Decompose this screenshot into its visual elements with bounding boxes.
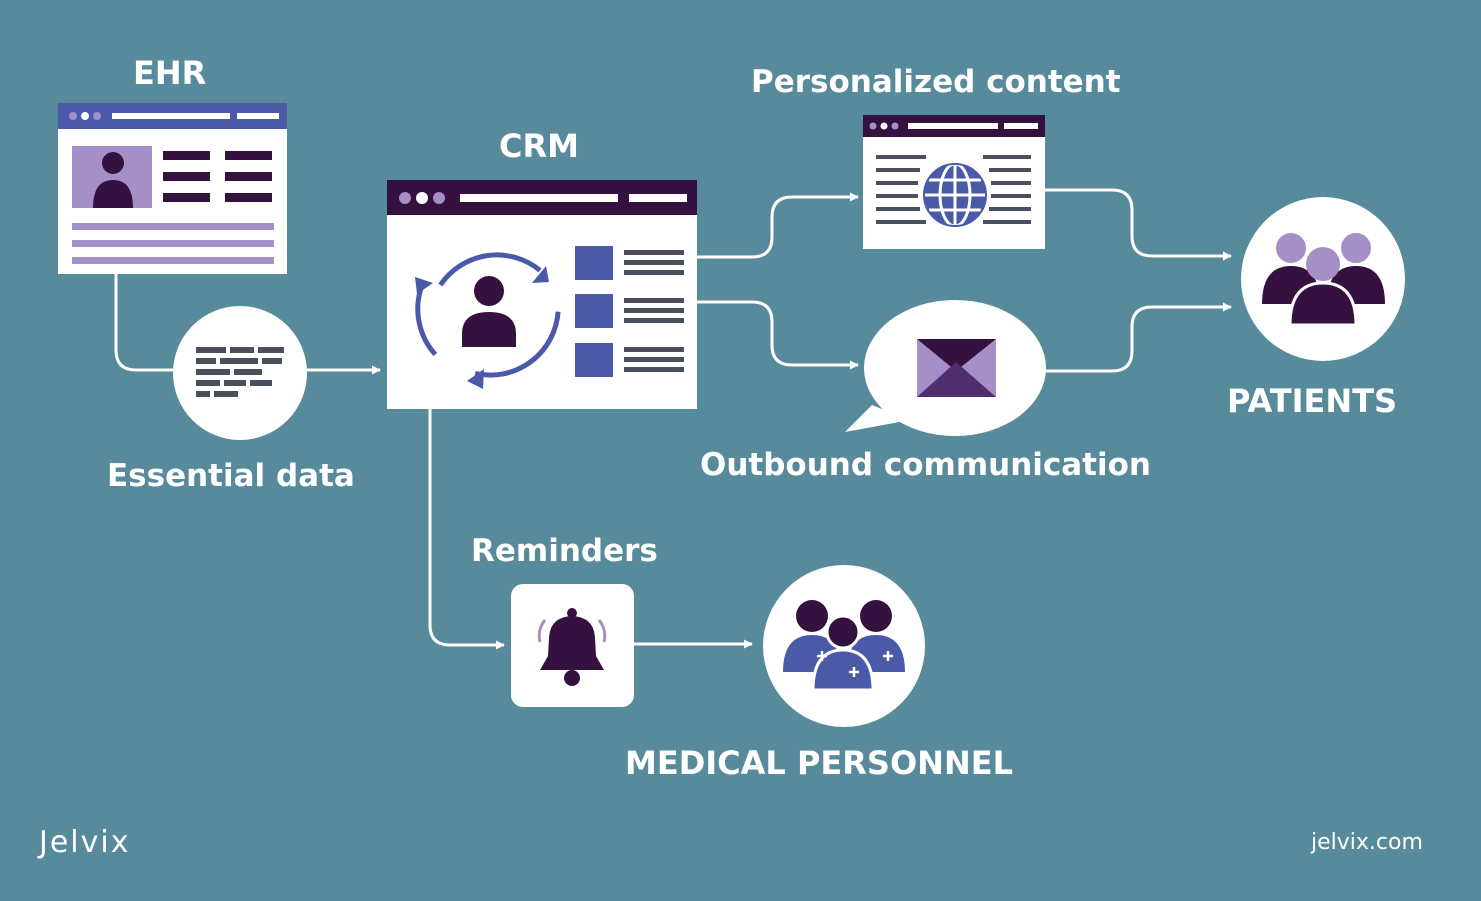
essential-data-icon [173, 306, 307, 440]
connector-outbound-to-patients [1045, 302, 1232, 373]
personalized-content-window [863, 115, 1045, 249]
connector-crm-to-outbound-communication [697, 300, 859, 370]
medical-personnel-label: MEDICAL PERSONNEL [625, 744, 1013, 782]
crm-contact-icon [462, 276, 516, 347]
patients-icon [1241, 197, 1405, 361]
reminders-label: Reminders [471, 533, 658, 569]
connector-crm-to-personalized-content [697, 192, 859, 259]
bell-icon [537, 608, 607, 686]
ehr-profile-photo-icon [72, 146, 152, 208]
crm-sync-icon [415, 252, 561, 378]
connectors [114, 188, 1232, 650]
crm-record-list [575, 246, 684, 377]
connector-ehr-to-essential-data [114, 274, 176, 372]
site-url: jelvix.com [1311, 830, 1423, 855]
crm-window [387, 180, 697, 409]
connector-personalized-content-to-patients [1045, 188, 1232, 261]
reminders-box [511, 584, 634, 707]
ehr-label: EHR [133, 54, 207, 92]
medical-personnel-icon [763, 565, 925, 727]
outbound-communication-bubble [845, 300, 1046, 436]
outbound-communication-label: Outbound communication [700, 447, 1151, 483]
patients-label: PATIENTS [1227, 382, 1398, 420]
connector-crm-to-reminders [428, 409, 505, 650]
personalized-content-label: Personalized content [751, 64, 1121, 100]
crm-label: CRM [499, 127, 579, 165]
globe-icon [923, 162, 987, 228]
ehr-window [58, 103, 287, 274]
envelope-icon [917, 339, 996, 397]
essential-data-label: Essential data [107, 458, 355, 494]
jelvix-logo: Jelvix [39, 825, 131, 860]
